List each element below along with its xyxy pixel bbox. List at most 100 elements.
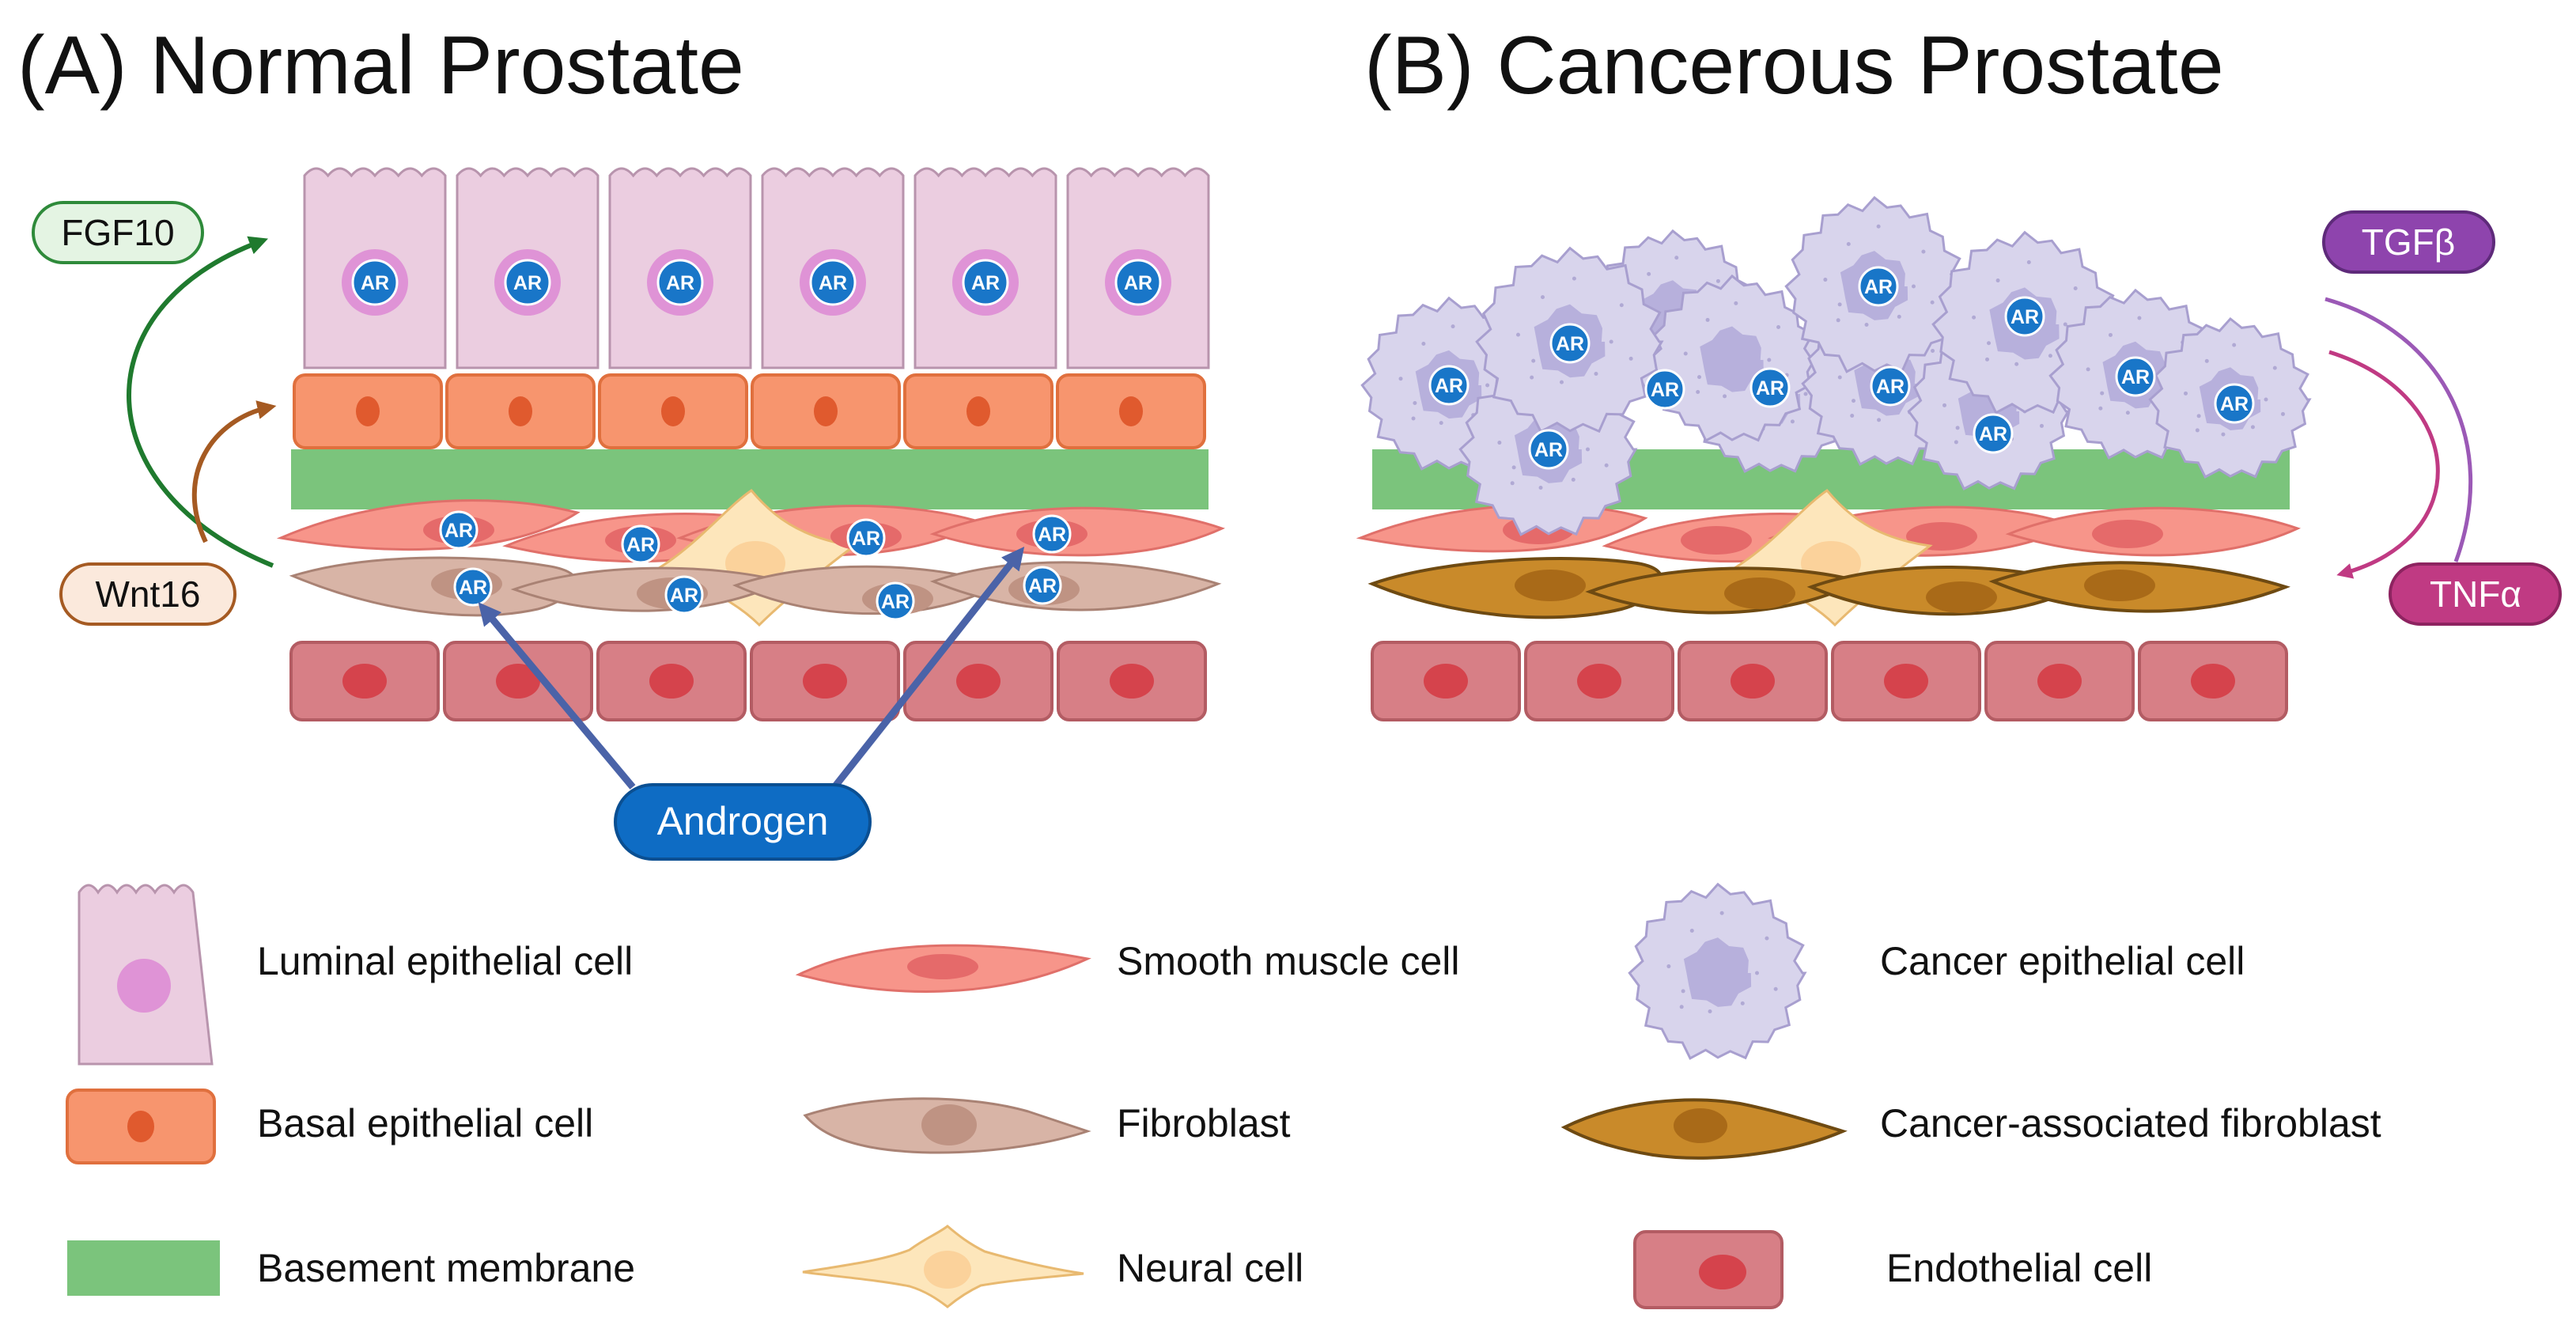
ar-label: AR bbox=[819, 272, 847, 294]
ar-receptor-icon: AR bbox=[504, 259, 551, 306]
legend-smooth-muscle-nucleus bbox=[907, 954, 978, 979]
endothelial-nucleus bbox=[1577, 664, 1621, 699]
ar-label: AR bbox=[1651, 379, 1679, 401]
caf-nucleus bbox=[2084, 570, 2155, 601]
cancer-nucleus bbox=[1700, 326, 1764, 392]
endothelial-cell bbox=[2138, 641, 2288, 721]
legend-neural-nucleus bbox=[924, 1251, 971, 1289]
luminal-epithelial-cell: AR bbox=[608, 167, 752, 369]
basal-nucleus bbox=[814, 396, 838, 426]
endothelial-nucleus bbox=[1424, 664, 1468, 699]
endothelial-cell bbox=[1678, 641, 1828, 721]
wnt16-arrow bbox=[191, 400, 277, 543]
legend-fibroblast-label: Fibroblast bbox=[1117, 1101, 1291, 1145]
endothelial-nucleus bbox=[2037, 664, 2082, 699]
endothelial-nucleus bbox=[956, 664, 1001, 699]
endothelial-cell bbox=[1984, 641, 2135, 721]
legend-caf-nucleus bbox=[1674, 1108, 1727, 1143]
basal-epithelial-cell bbox=[903, 373, 1053, 449]
ar-label: AR bbox=[1028, 575, 1057, 597]
androgen-text: Androgen bbox=[657, 799, 829, 843]
androgen-arrow-right bbox=[831, 546, 1025, 789]
ar-receptor-icon: AR bbox=[2115, 356, 2156, 397]
cancer-epithelial-cell bbox=[1628, 882, 1807, 1060]
ar-label: AR bbox=[1534, 439, 1563, 461]
endothelial-nucleus bbox=[803, 664, 847, 699]
ar-receptor-icon: AR bbox=[439, 510, 479, 550]
endothelial-nucleus bbox=[649, 664, 694, 699]
basal-epithelial-cell bbox=[293, 373, 443, 449]
legend-basal-nucleus bbox=[127, 1111, 154, 1142]
ar-receptor-icon: AR bbox=[1032, 514, 1072, 554]
legend: Luminal epithelial cell Basal epithelial… bbox=[66, 882, 2381, 1309]
androgen-label: Androgen bbox=[614, 783, 872, 861]
legend-luminal-nucleus bbox=[117, 959, 171, 1013]
legend-neural: Neural cell bbox=[802, 1225, 1303, 1308]
fgf10-label: FGF10 bbox=[32, 201, 204, 264]
ar-label: AR bbox=[1435, 375, 1463, 397]
ar-label: AR bbox=[459, 577, 487, 599]
legend-cancer-epithelial bbox=[1628, 882, 1807, 1060]
smooth-muscle-nucleus bbox=[1906, 522, 1977, 551]
basal-nucleus bbox=[966, 396, 990, 426]
legend-smooth-muscle: Smooth muscle cell bbox=[795, 939, 1460, 993]
endothelial-cell bbox=[1057, 641, 1207, 721]
panel-b-title: (B) Cancerous Prostate bbox=[1364, 20, 2224, 112]
ar-label: AR bbox=[2220, 393, 2249, 415]
basal-layer bbox=[293, 373, 1206, 449]
tnfa-arrow bbox=[2328, 350, 2440, 579]
tgfb-line bbox=[2324, 297, 2473, 562]
endothelial-nucleus bbox=[2191, 664, 2235, 699]
ar-receptor-icon: AR bbox=[809, 259, 857, 306]
tnfa-label: TNFα bbox=[2389, 562, 2562, 626]
smooth-muscle-nucleus bbox=[1681, 526, 1752, 555]
ar-label: AR bbox=[666, 272, 694, 294]
fgf10-text: FGF10 bbox=[61, 212, 174, 253]
panel-a-title: (A) Normal Prostate bbox=[17, 20, 744, 112]
endothelial-layer-b bbox=[1371, 641, 2288, 721]
ar-receptor-icon: AR bbox=[962, 259, 1009, 306]
endothelial-nucleus bbox=[1731, 664, 1775, 699]
ar-label: AR bbox=[1864, 276, 1893, 298]
endothelial-nucleus bbox=[496, 664, 540, 699]
wnt16-label: Wnt16 bbox=[59, 562, 236, 626]
ar-label: AR bbox=[852, 528, 880, 550]
luminal-epithelial-cell: AR bbox=[1066, 167, 1210, 369]
luminal-layer: AR AR AR AR AR AR bbox=[303, 167, 1210, 369]
luminal-epithelial-cell: AR bbox=[914, 167, 1057, 369]
tgfb-label: TGFβ bbox=[2322, 210, 2495, 274]
legend-membrane-swatch bbox=[67, 1240, 220, 1296]
ar-receptor-icon: AR bbox=[1870, 365, 1911, 407]
ar-label: AR bbox=[1979, 423, 2007, 445]
basal-nucleus bbox=[356, 396, 380, 426]
ar-label: AR bbox=[1876, 376, 1905, 398]
legend-luminal-label: Luminal epithelial cell bbox=[257, 939, 633, 983]
caf-nucleus bbox=[1515, 570, 1586, 601]
endothelial-nucleus bbox=[342, 664, 387, 699]
endothelial-nucleus bbox=[1110, 664, 1154, 699]
caf-nucleus bbox=[1724, 577, 1795, 609]
ar-receptor-icon: AR bbox=[2004, 296, 2045, 337]
ar-receptor-icon: AR bbox=[1749, 367, 1791, 408]
tgfb-text: TGFβ bbox=[2362, 222, 2455, 263]
ar-receptor-icon: AR bbox=[1973, 413, 2014, 454]
legend-cancer-epithelial-label: Cancer epithelial cell bbox=[1880, 939, 2245, 983]
legend-endothelial-label: Endothelial cell bbox=[1886, 1246, 2152, 1290]
legend-neural-label: Neural cell bbox=[1117, 1246, 1303, 1290]
luminal-epithelial-cell: AR bbox=[456, 167, 600, 369]
legend-fibroblast: Fibroblast bbox=[803, 1097, 1291, 1154]
ar-label: AR bbox=[2121, 366, 2150, 388]
tnfa-text: TNFα bbox=[2430, 574, 2521, 615]
legend-smooth-muscle-label: Smooth muscle cell bbox=[1117, 939, 1460, 983]
legend-caf: Cancer-associated fibroblast bbox=[1560, 1098, 2381, 1160]
ar-label: AR bbox=[1756, 377, 1784, 399]
androgen-arrow-left bbox=[478, 602, 636, 789]
ar-label: AR bbox=[971, 272, 1000, 294]
ar-receptor-icon: AR bbox=[621, 524, 660, 564]
luminal-epithelial-cell: AR bbox=[303, 167, 447, 369]
endothelial-cell bbox=[596, 641, 747, 721]
ar-label: AR bbox=[1038, 524, 1066, 546]
legend-basal-label: Basal epithelial cell bbox=[257, 1101, 593, 1145]
